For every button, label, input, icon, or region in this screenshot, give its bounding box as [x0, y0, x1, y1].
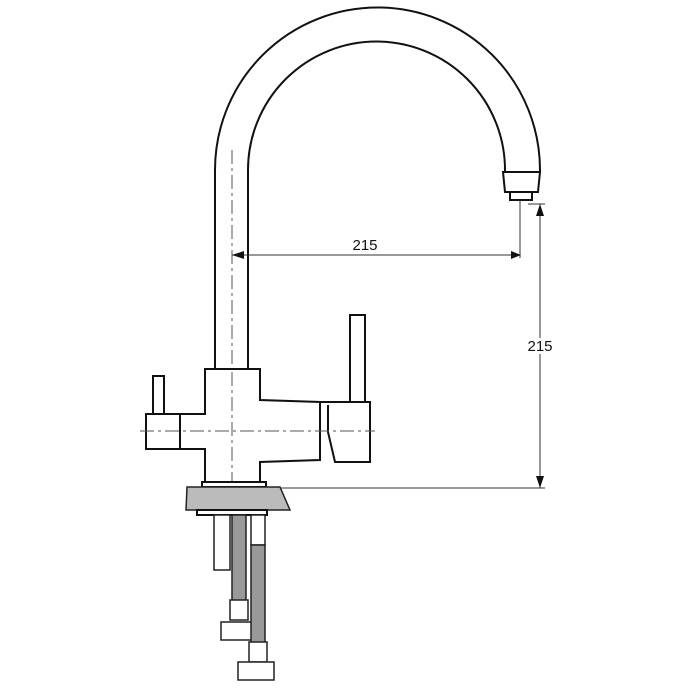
right-lever-housing	[320, 401, 371, 463]
dimension-height-label: 215	[527, 338, 552, 355]
right-handle	[349, 314, 366, 403]
left-handle	[152, 375, 165, 415]
hose-nut-left	[220, 621, 256, 641]
dimension-height	[280, 203, 545, 489]
faucet-body	[140, 150, 375, 483]
hose-fitting-left	[213, 514, 231, 571]
dimension-reach	[232, 200, 521, 259]
hose-left	[231, 514, 247, 606]
base-plate	[185, 481, 292, 516]
aerator	[501, 171, 542, 193]
spout	[214, 6, 542, 369]
dimension-reach-label: 215	[352, 237, 377, 254]
hose-nut-right	[237, 661, 275, 681]
supply-hoses	[213, 514, 275, 681]
hose-right	[250, 544, 266, 646]
